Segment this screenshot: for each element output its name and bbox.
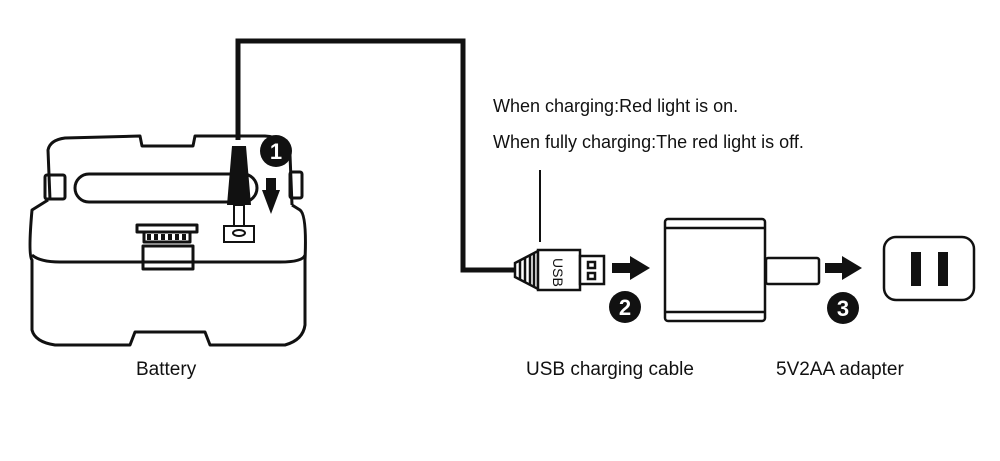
step-1-number: 1 bbox=[270, 139, 282, 164]
adapter-label: 5V2AA adapter bbox=[776, 359, 904, 380]
arrow-right-icon bbox=[612, 256, 650, 280]
arrow-right-icon bbox=[825, 256, 862, 280]
full-charge-note: When fully charging:The red light is off… bbox=[493, 132, 804, 152]
dc-plug-icon bbox=[223, 146, 255, 243]
adapter-icon bbox=[663, 217, 821, 323]
cable-label: USB charging cable bbox=[526, 359, 694, 380]
step-3-number: 3 bbox=[837, 296, 849, 321]
step-2-number: 2 bbox=[619, 295, 631, 320]
usb-text: USB bbox=[550, 258, 566, 287]
wall-outlet-icon bbox=[882, 235, 976, 302]
step-2-badge bbox=[609, 291, 641, 323]
charging-note: When charging:Red light is on. bbox=[493, 96, 739, 116]
step-3-badge bbox=[827, 292, 859, 324]
battery-icon bbox=[28, 134, 307, 347]
step-1-badge bbox=[260, 135, 292, 167]
connector-pins bbox=[147, 234, 186, 240]
usb-plug-icon bbox=[513, 248, 606, 292]
battery-label: Battery bbox=[136, 359, 197, 380]
down-arrow-icon bbox=[262, 178, 280, 214]
usb-cable bbox=[235, 38, 515, 273]
